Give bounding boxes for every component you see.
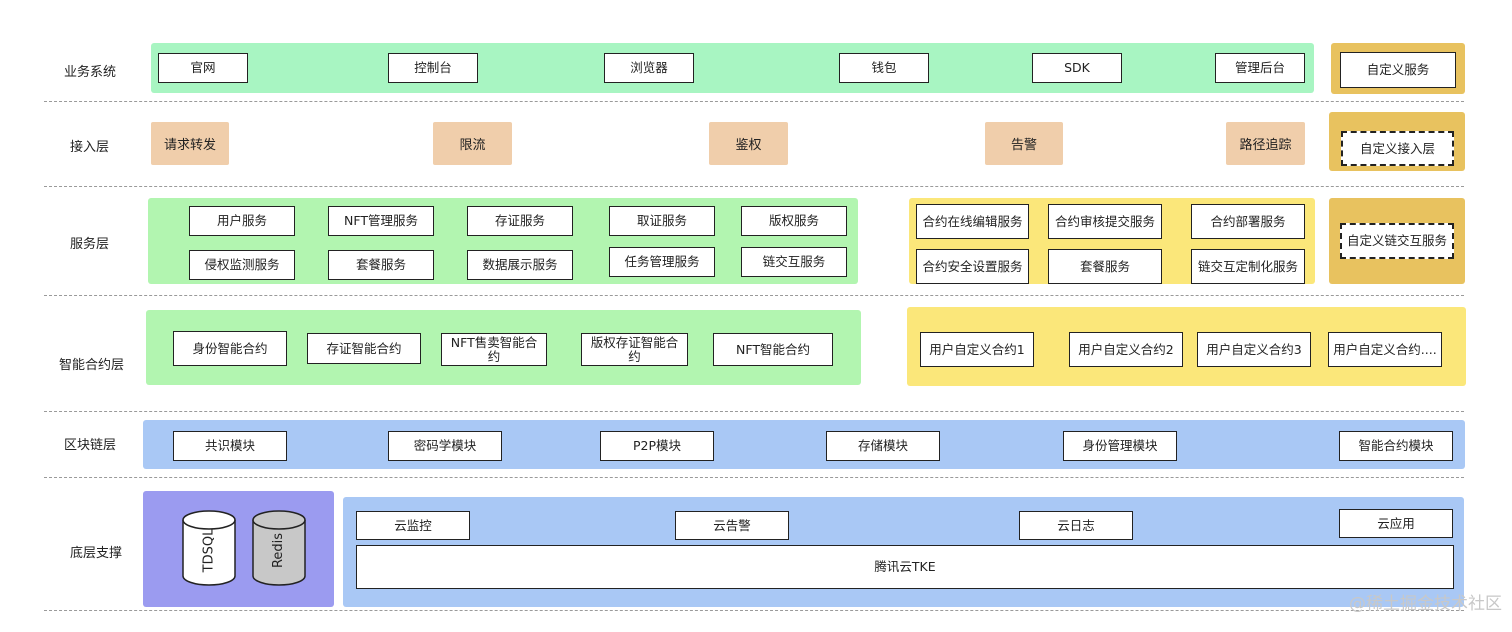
- access-item-forward: 请求转发: [151, 122, 229, 165]
- contract-item-copyright: 版权存证智能合约: [581, 333, 688, 366]
- service-item-chain: 链交互服务: [741, 247, 847, 277]
- layer-label-contract: 智能合约层: [59, 358, 125, 373]
- layer-label-blockchain: 区块链层: [64, 438, 117, 453]
- access-item-ratelimit: 限流: [433, 122, 512, 165]
- watermark: @稀土掘金技术社区: [1349, 594, 1502, 614]
- business-item-admin: 管理后台: [1215, 53, 1305, 83]
- business-item-wallet: 钱包: [839, 53, 929, 83]
- access-custom-layer: 自定义接入层: [1341, 131, 1454, 166]
- contract-service-package: 套餐服务: [1048, 249, 1162, 284]
- redis-label: Redis: [271, 532, 287, 568]
- cloud-item-alert: 云告警: [675, 511, 789, 540]
- business-item-browser: 浏览器: [604, 53, 694, 83]
- business-item-sdk: SDK: [1032, 53, 1122, 83]
- redis-cylinder-icon: [252, 510, 306, 586]
- blockchain-item-contract: 智能合约模块: [1339, 431, 1453, 461]
- access-item-trace: 路径追踪: [1226, 122, 1305, 165]
- service-item-evidence: 存证服务: [467, 206, 573, 236]
- access-item-alert: 告警: [985, 122, 1063, 165]
- business-item-website: 官网: [158, 53, 248, 83]
- layer-divider: [44, 477, 1464, 478]
- blockchain-item-identity: 身份管理模块: [1063, 431, 1177, 461]
- business-item-console: 控制台: [388, 53, 478, 83]
- user-contract-more: 用户自定义合约....: [1328, 332, 1442, 367]
- blockchain-panel: [143, 420, 1465, 469]
- layer-divider: [44, 186, 1464, 187]
- contract-item-nft-sale: NFT售卖智能合约: [441, 333, 547, 366]
- layer-label-service: 服务层: [70, 237, 110, 252]
- service-item-user: 用户服务: [189, 206, 295, 236]
- service-item-nft: NFT管理服务: [328, 206, 434, 236]
- layer-divider: [44, 295, 1464, 296]
- service-item-infringement: 侵权监测服务: [189, 250, 295, 280]
- contract-service-review: 合约审核提交服务: [1048, 204, 1162, 239]
- access-item-auth: 鉴权: [709, 122, 788, 165]
- layer-divider: [44, 101, 1464, 102]
- contract-item-evidence: 存证智能合约: [307, 333, 421, 364]
- contract-service-edit: 合约在线编辑服务: [916, 204, 1029, 239]
- layer-divider: [44, 411, 1464, 412]
- blockchain-item-p2p: P2P模块: [600, 431, 714, 461]
- business-custom-service: 自定义服务: [1340, 52, 1456, 88]
- service-item-forensics: 取证服务: [609, 206, 715, 236]
- tdsql-cylinder-icon: [182, 510, 236, 586]
- service-custom-chain: 自定义链交互服务: [1340, 223, 1454, 259]
- tdsql-label-wrap: TDSQL: [180, 520, 238, 580]
- contract-item-identity: 身份智能合约: [173, 331, 287, 366]
- user-contract-1: 用户自定义合约1: [920, 332, 1034, 367]
- contract-item-nft: NFT智能合约: [713, 333, 833, 366]
- layer-label-infra: 底层支撑: [70, 546, 123, 561]
- contract-service-security: 合约安全设置服务: [916, 249, 1029, 284]
- service-item-copyright: 版权服务: [741, 206, 847, 236]
- tdsql-label: TDSQL: [201, 528, 217, 572]
- service-item-task: 任务管理服务: [609, 247, 715, 277]
- user-contract-2: 用户自定义合约2: [1069, 332, 1183, 367]
- contract-service-chain-custom: 链交互定制化服务: [1191, 249, 1305, 284]
- user-contract-3: 用户自定义合约3: [1197, 332, 1311, 367]
- contract-service-deploy: 合约部署服务: [1191, 204, 1305, 239]
- redis-label-wrap: Redis: [250, 520, 308, 580]
- cloud-item-app: 云应用: [1339, 509, 1453, 538]
- blockchain-item-consensus: 共识模块: [173, 431, 287, 461]
- platform-tke: 腾讯云TKE: [356, 545, 1454, 589]
- layer-divider: [44, 610, 1464, 611]
- layer-label-access: 接入层: [70, 140, 110, 155]
- cloud-item-log: 云日志: [1019, 511, 1133, 540]
- cloud-item-monitor: 云监控: [356, 511, 470, 540]
- blockchain-item-storage: 存储模块: [826, 431, 940, 461]
- business-panel: [151, 43, 1314, 93]
- service-item-package: 套餐服务: [328, 250, 434, 280]
- blockchain-item-crypto: 密码学模块: [388, 431, 502, 461]
- service-item-datashow: 数据展示服务: [467, 250, 573, 280]
- layer-label-business: 业务系统: [64, 65, 117, 80]
